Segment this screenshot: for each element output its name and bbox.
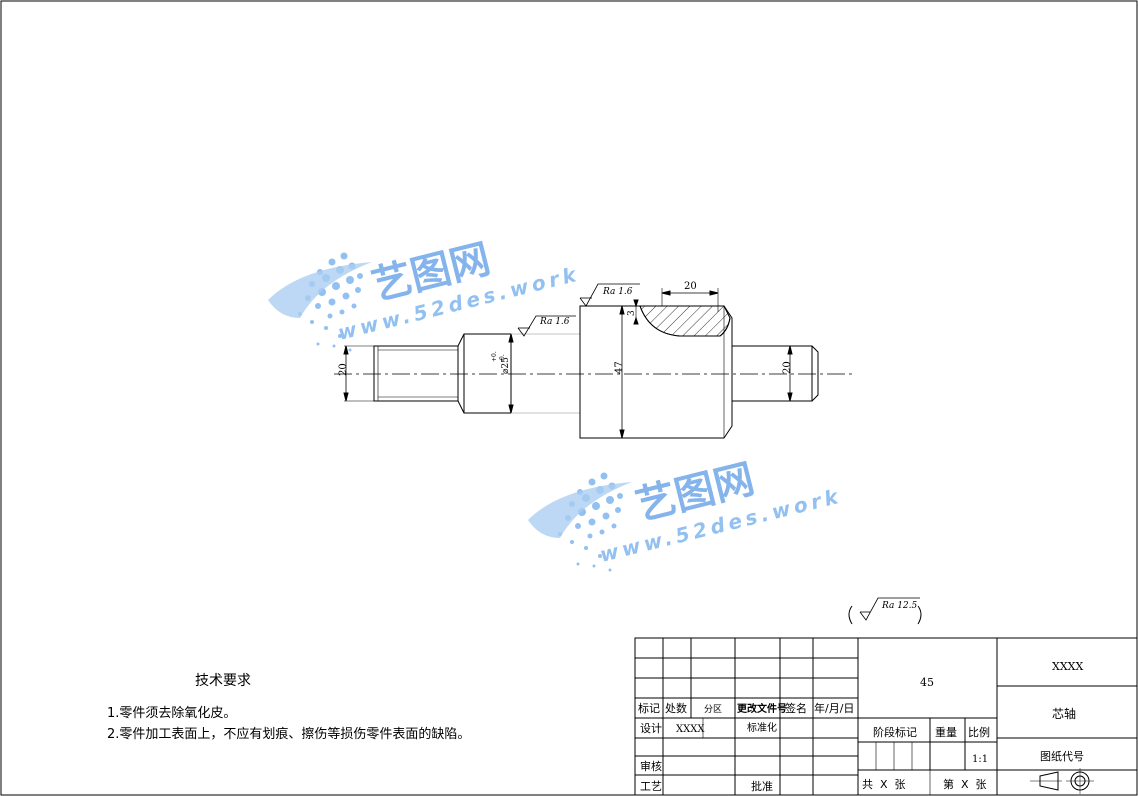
roughness-general-label: Ra 12.5 bbox=[881, 601, 918, 611]
left-thread-section bbox=[373, 345, 459, 402]
tb-stage-mark: 阶段标记 bbox=[873, 725, 917, 739]
tb-review: 审核 bbox=[640, 759, 662, 773]
tb-doc-no: 更改文件号 bbox=[737, 702, 787, 715]
dim-mid-tol-lower: -0. bbox=[499, 354, 506, 362]
tb-sheets-total: 共 X 张 bbox=[862, 778, 906, 791]
tech-requirement-item: 1.零件须去除氧化皮。 bbox=[107, 706, 237, 721]
tb-material: 45 bbox=[920, 676, 934, 689]
projection-symbol-icon bbox=[1030, 768, 1094, 794]
tb-design-label: 设计 bbox=[640, 722, 662, 735]
tb-date: 年/月/日 bbox=[814, 701, 854, 715]
tb-mark: 标记 bbox=[638, 701, 660, 715]
roughness-symbol-right bbox=[579, 283, 640, 307]
tb-weight: 重量 bbox=[935, 725, 957, 739]
tech-requirement-item: 2.零件加工表面上，不应有划痕、擦伤等损伤零件表面的缺陷。 bbox=[107, 727, 471, 742]
tb-standardize: 标准化 bbox=[747, 721, 777, 734]
tb-sheet-no: 第 X 张 bbox=[943, 777, 987, 791]
section-hatch bbox=[639, 305, 731, 337]
tb-drawing-code: 图纸代号 bbox=[1040, 750, 1084, 763]
roughness-left-label: Ra 1.6 bbox=[539, 317, 570, 327]
title-block bbox=[634, 637, 1138, 796]
tb-design-value: XXXX bbox=[676, 724, 705, 735]
right-section bbox=[731, 345, 813, 402]
dim-left-dia: 20 bbox=[338, 363, 349, 376]
roughness-general bbox=[848, 597, 922, 625]
dim-chamfer-width: 20 bbox=[684, 281, 697, 292]
watermark-logo: 艺图网 www.52des.work bbox=[528, 456, 844, 572]
dim-mid-tol-upper: +0. bbox=[491, 351, 498, 362]
roughness-symbol-left bbox=[517, 315, 576, 337]
tech-requirements-title: 技术要求 bbox=[195, 673, 251, 689]
tb-count: 处数 bbox=[665, 702, 687, 715]
tb-scale-value: 1:1 bbox=[972, 754, 988, 765]
tb-company: XXXX bbox=[1052, 660, 1083, 673]
dim-right-dia: 20 bbox=[782, 361, 793, 374]
roughness-right-label: Ra 1.6 bbox=[602, 287, 633, 297]
dim-mid-dia: ⌀25 bbox=[501, 357, 511, 374]
tb-process: 工艺 bbox=[640, 780, 662, 793]
dim-chamfer-depth: 3 bbox=[627, 310, 637, 316]
tb-sign: 签名 bbox=[785, 701, 807, 715]
dim-big-dia: 47 bbox=[614, 361, 625, 374]
tb-part-name: 芯轴 bbox=[1052, 706, 1076, 721]
shaft-drawing bbox=[334, 283, 922, 625]
tb-zone: 分区 bbox=[704, 704, 722, 715]
tb-approve: 批准 bbox=[751, 779, 773, 793]
tb-scale-label: 比例 bbox=[968, 725, 990, 739]
